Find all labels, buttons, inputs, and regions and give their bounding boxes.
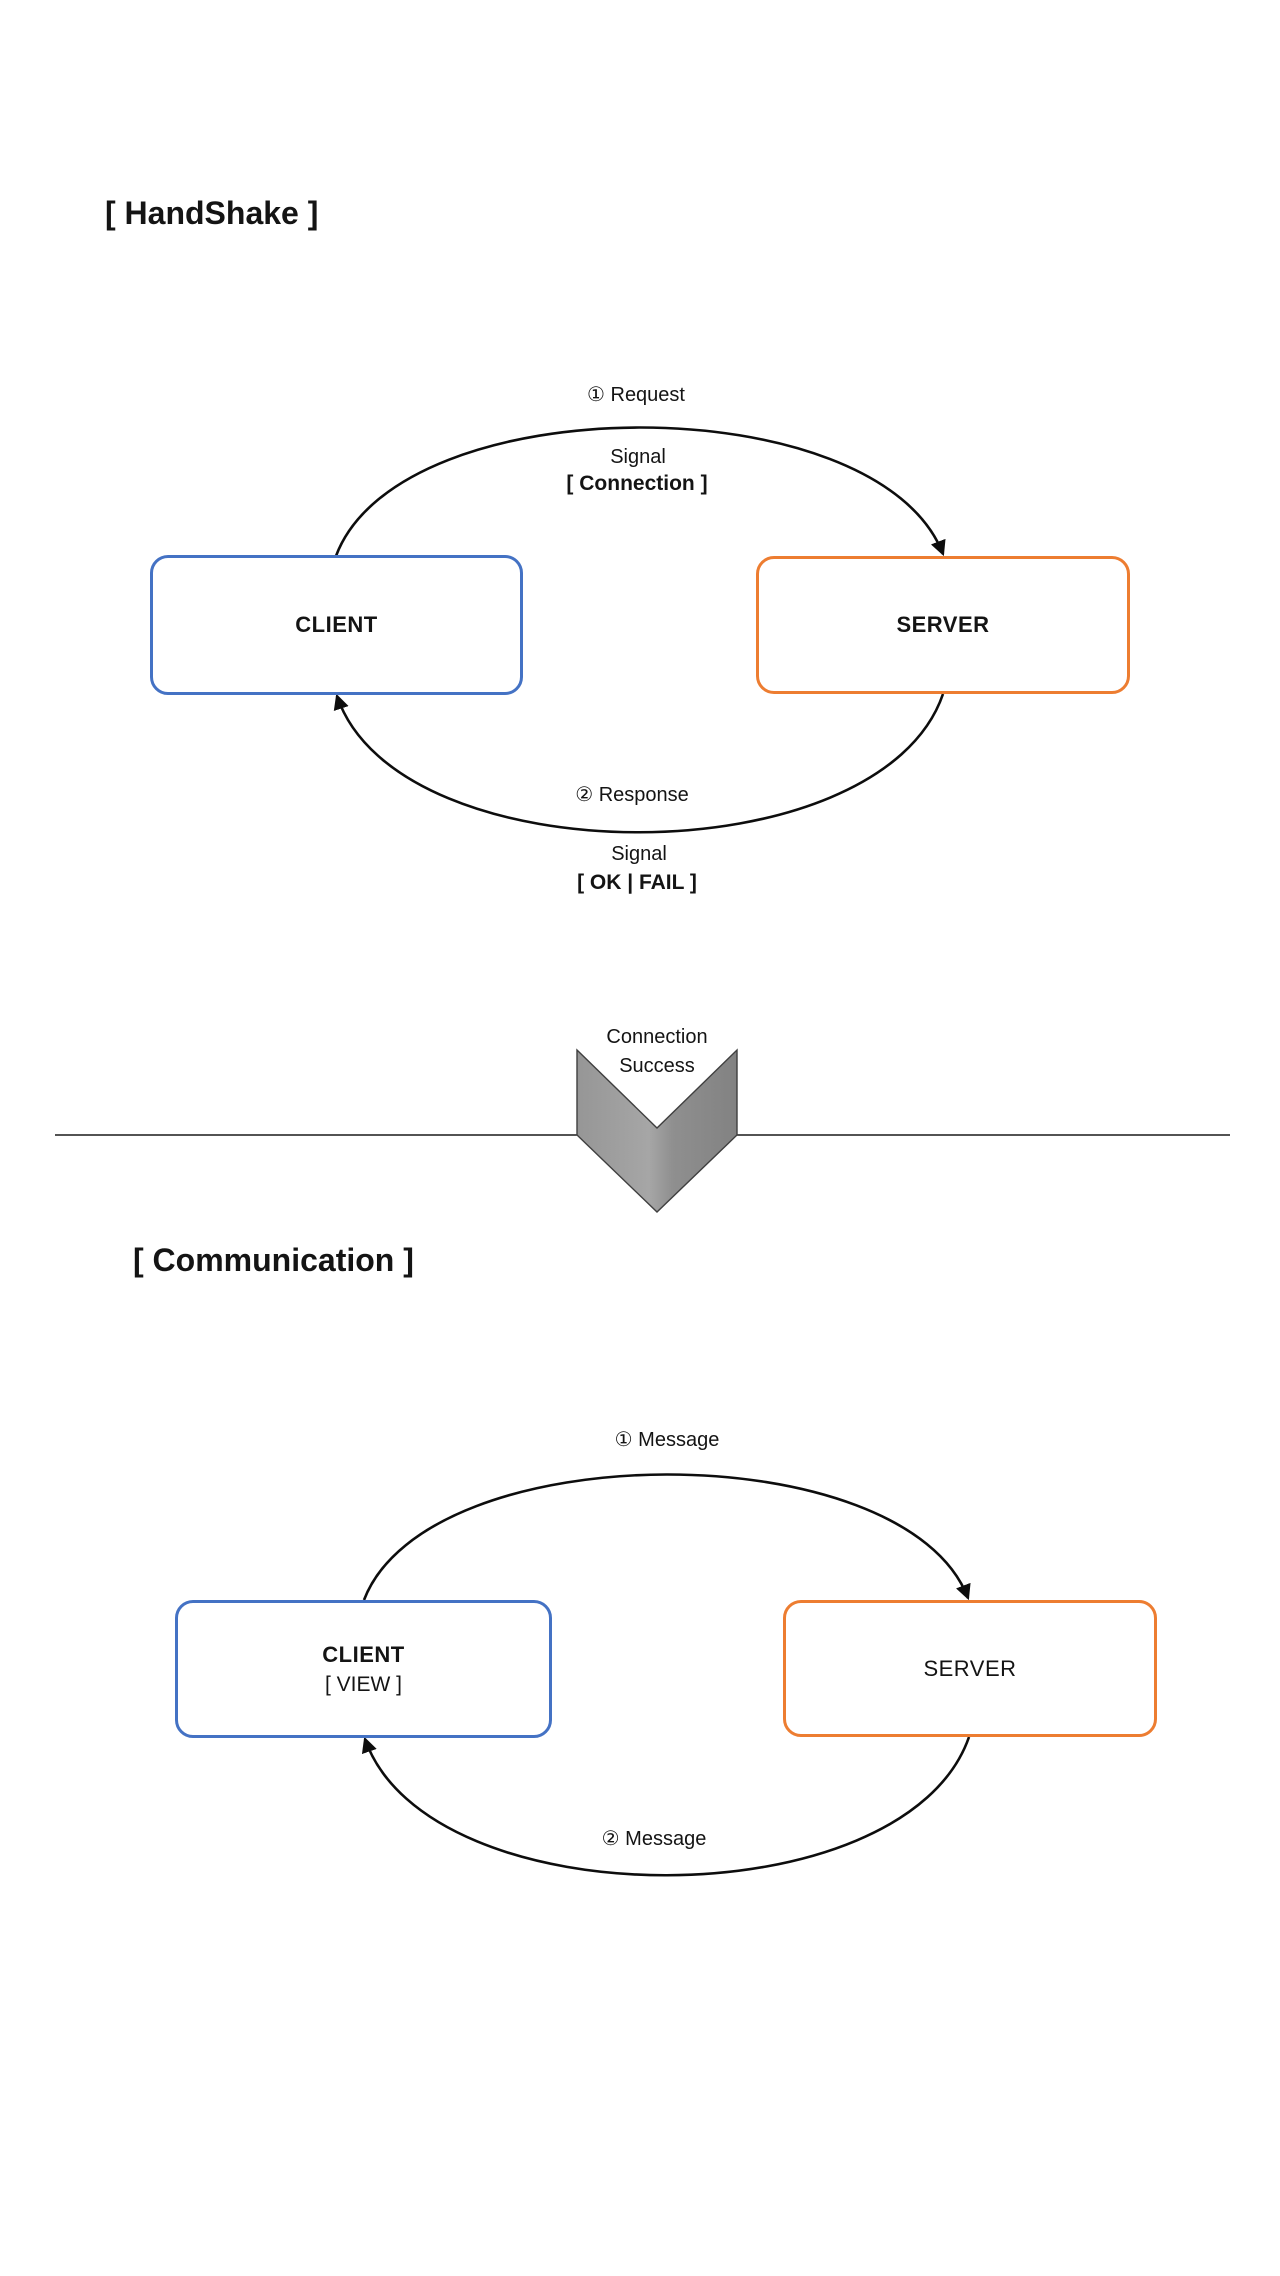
transition-caption-line1: Connection <box>606 1026 708 1048</box>
response-signal-label: Signal <box>611 843 667 865</box>
communication-section-title: [ Communication ] <box>133 1242 414 1278</box>
communication-client-sublabel: [ VIEW ] <box>324 1672 402 1696</box>
communication-client-box: CLIENT [ VIEW ] <box>175 1600 552 1738</box>
handshake-client-label: CLIENT <box>295 612 378 637</box>
handshake-server-label: SERVER <box>896 612 990 637</box>
communication-server-box: SERVER <box>783 1600 1157 1737</box>
response-arrow-label: ② Response <box>575 784 689 806</box>
request-signal-label: Signal <box>610 446 666 468</box>
request-signal-value: [ Connection ] <box>566 472 708 495</box>
communication-client-label: CLIENT <box>322 1641 405 1667</box>
communication-server-label: SERVER <box>923 1655 1017 1681</box>
handshake-client-box: CLIENT <box>150 555 523 695</box>
handshake-response-arc <box>333 693 945 834</box>
transition-caption: Connection Success <box>606 1023 707 1081</box>
message1-arrow-label: ① Message <box>614 1429 720 1451</box>
chevron-down-icon <box>576 1048 738 1213</box>
message2-arrow-label: ② Message <box>601 1828 707 1850</box>
response-signal-value: [ OK | FAIL ] <box>577 871 697 894</box>
handshake-request-arc <box>334 426 946 557</box>
handshake-server-box: SERVER <box>756 556 1130 694</box>
request-arrow-label: ① Request <box>587 384 685 406</box>
communication-message1-arc <box>362 1473 971 1601</box>
communication-message2-arc <box>362 1736 971 1877</box>
transition-caption-line2: Success <box>619 1055 695 1077</box>
handshake-section-title: [ HandShake ] <box>105 195 319 231</box>
